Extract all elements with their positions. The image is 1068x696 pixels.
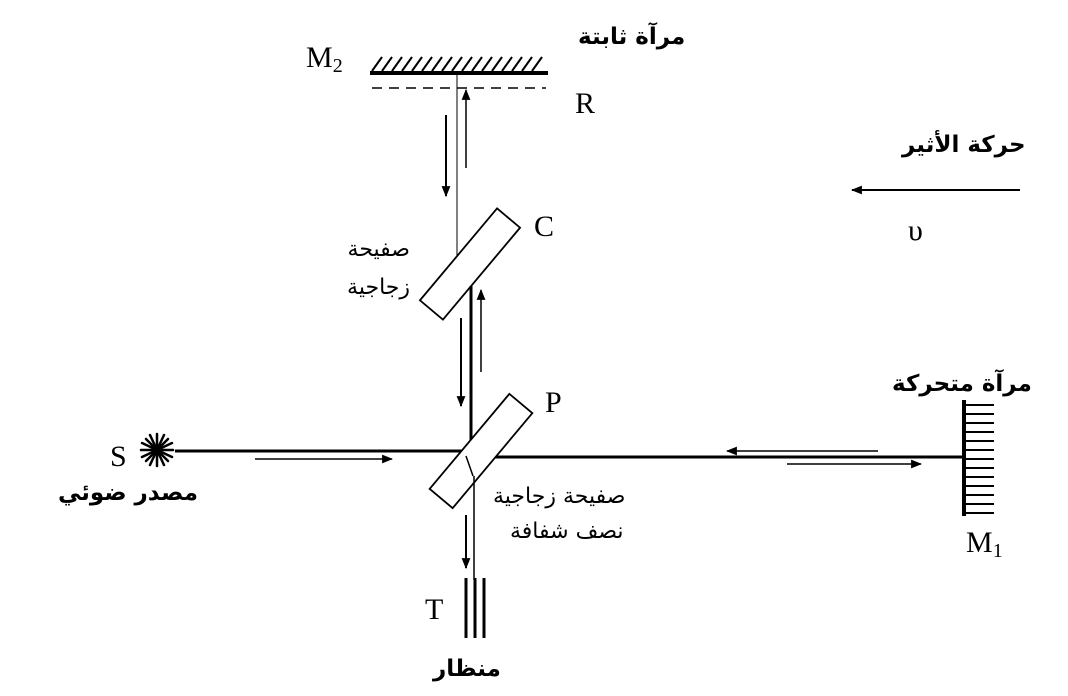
label-glass-plate-1: صفيحة bbox=[348, 237, 410, 262]
label-half-plate-1: صفيحة زجاجية bbox=[493, 484, 625, 509]
label-moving-mirror: مرآة متحركة bbox=[892, 368, 1032, 397]
label-velocity: υ bbox=[908, 214, 923, 247]
label-r: R bbox=[575, 87, 595, 120]
label-half-plate-2: نصف شفافة bbox=[510, 519, 624, 544]
half-silvered-plate-p bbox=[428, 392, 534, 510]
label-fixed-mirror: مرآة ثابتة bbox=[578, 21, 685, 50]
fixed-mirror-m2 bbox=[370, 56, 548, 75]
label-t: T bbox=[425, 593, 443, 626]
label-p: P bbox=[545, 386, 562, 419]
label-telescope: منظار bbox=[432, 656, 501, 682]
light-source-star-icon bbox=[139, 432, 175, 468]
label-m1: M1 bbox=[966, 526, 1003, 562]
refraction-kink bbox=[465, 455, 474, 477]
moving-mirror-m1 bbox=[962, 400, 994, 516]
label-ether-motion: حركة الأثير bbox=[901, 129, 1026, 158]
label-glass-plate-2: زجاجية bbox=[347, 275, 410, 300]
label-c: C bbox=[534, 210, 554, 243]
glass-plate-c bbox=[418, 207, 522, 321]
telescope-t bbox=[464, 578, 486, 638]
label-s: S bbox=[110, 440, 127, 473]
label-m2: M2 bbox=[306, 41, 343, 77]
label-light-source: مصدر ضوئي bbox=[58, 480, 198, 506]
